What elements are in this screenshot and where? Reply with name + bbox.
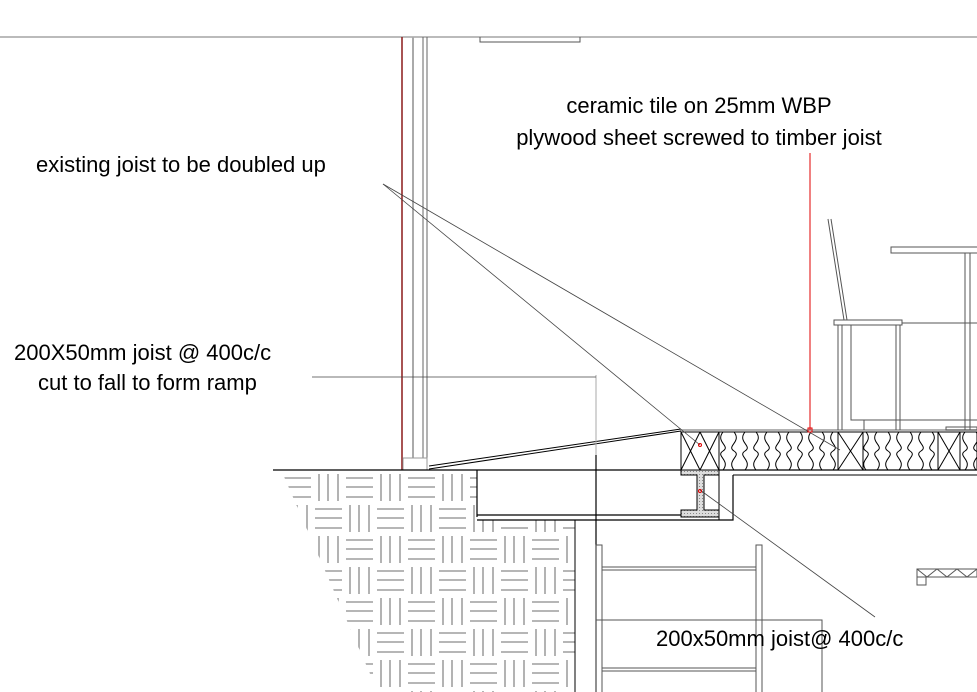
existing-joist-label: existing joist to be doubled up (36, 152, 326, 177)
stair (595, 544, 823, 692)
leader-lines (312, 183, 876, 618)
floor-finish-label-2: plywood sheet screwed to timber joist (516, 125, 882, 150)
ramp-joist-label-2: cut to fall to form ramp (38, 370, 257, 395)
upper-fixture (479, 37, 581, 43)
soil-hatch (282, 472, 575, 692)
timber-joist-sections (680, 431, 961, 471)
ramp-joist-label-1: 200X50mm joist @ 400c/c (14, 340, 271, 365)
existing-wall (401, 37, 428, 471)
floor-finish-label-1: ceramic tile on 25mm WBP (566, 93, 831, 118)
steel-section (680, 469, 720, 520)
floor-buildup (680, 429, 977, 476)
table (890, 246, 977, 431)
leader-markers (698, 427, 813, 493)
floor-joist-label: 200x50mm joist@ 400c/c (656, 626, 903, 651)
chair (827, 218, 977, 430)
truss-fragment (916, 568, 977, 586)
ramp (428, 428, 682, 470)
